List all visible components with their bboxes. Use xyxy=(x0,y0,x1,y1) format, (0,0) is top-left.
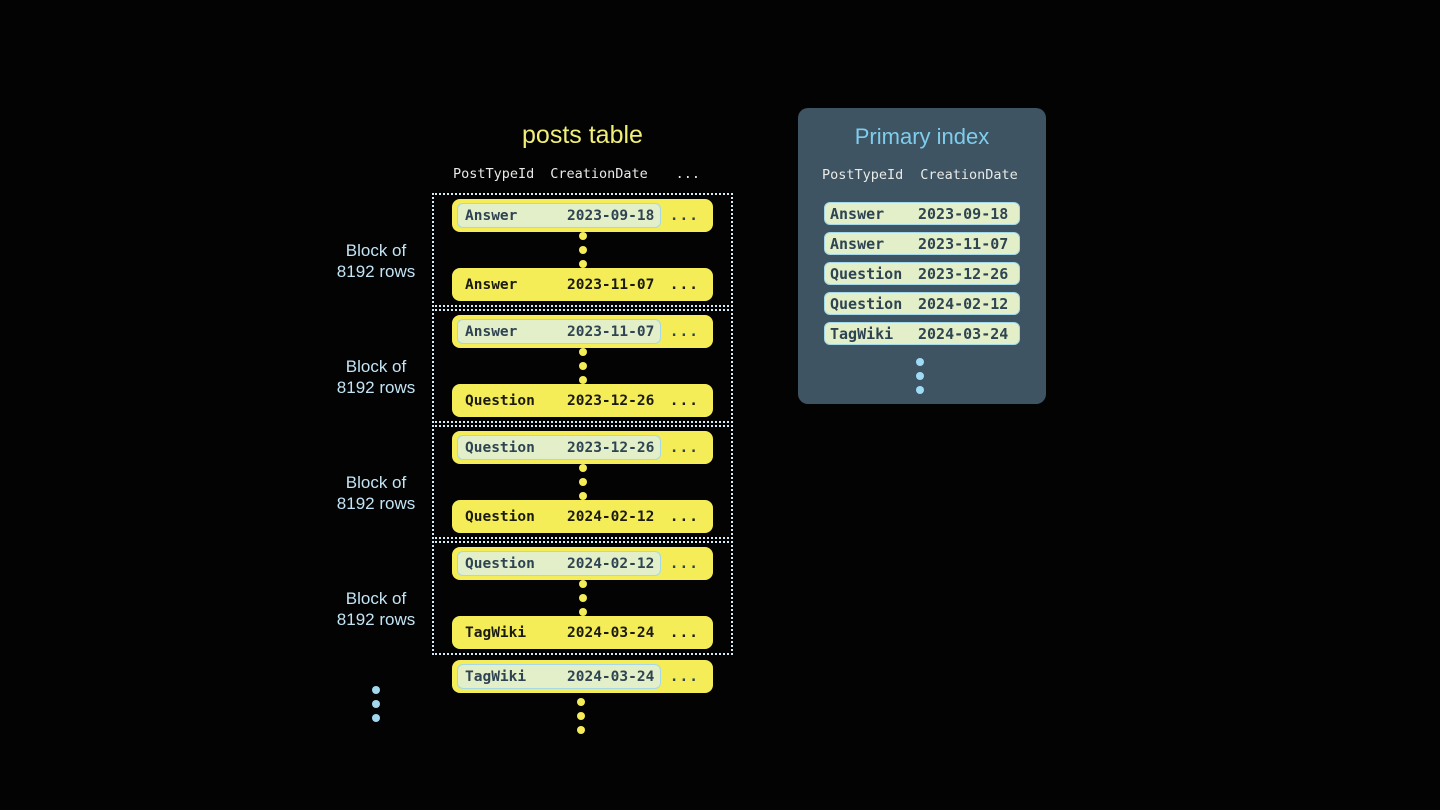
row-cells: Question 2023-12-26 xyxy=(457,388,661,413)
row-ellipsis: ... xyxy=(669,668,699,685)
creation-date-cell: 2023-12-26 xyxy=(918,264,1009,283)
creation-date-cell: 2024-03-24 xyxy=(918,324,1009,343)
more-blocks-ellipsis-dots xyxy=(372,686,380,722)
post-type-cell: TagWiki xyxy=(830,324,894,343)
column-header-posttypeid: PostTypeId xyxy=(822,167,904,183)
more-rows-ellipsis-dots xyxy=(577,698,585,734)
table-row: Answer 2023-11-07 ... xyxy=(452,315,713,348)
row-block-3: Question 2023-12-26 ... Question 2024-02… xyxy=(432,425,733,539)
primary-index-column-headers: PostTypeId CreationDate xyxy=(822,167,1018,183)
table-row: Question 2023-12-26 ... xyxy=(452,431,713,464)
row-ellipsis: ... xyxy=(669,323,699,340)
post-type-cell: Answer xyxy=(465,323,518,340)
block-label-4: Block of 8192 rows xyxy=(306,588,446,630)
post-type-cell: Answer xyxy=(830,204,885,223)
row-block-2: Answer 2023-11-07 ... Question 2023-12-2… xyxy=(432,309,733,423)
post-type-cell: Answer xyxy=(465,276,518,293)
vertical-ellipsis-dots xyxy=(578,232,587,268)
creation-date-cell: 2023-11-07 xyxy=(567,276,655,293)
block-label-line1: Block of xyxy=(345,589,407,608)
posts-table-title: posts table xyxy=(522,121,643,149)
post-type-cell: Question xyxy=(830,294,903,313)
index-row: Question 2023-12-26 xyxy=(824,262,1020,285)
table-row: Answer 2023-09-18 ... xyxy=(452,199,713,232)
post-type-cell: Answer xyxy=(465,207,518,224)
table-row: Question 2024-02-12 ... xyxy=(452,500,713,533)
primary-index-panel: Primary index PostTypeId CreationDate An… xyxy=(798,108,1046,404)
creation-date-cell: 2023-09-18 xyxy=(918,204,1009,223)
table-row: TagWiki 2024-03-24 ... xyxy=(452,660,713,693)
creation-date-cell: 2023-09-18 xyxy=(567,207,655,224)
post-type-cell: Answer xyxy=(830,234,885,253)
column-header-posttypeid: PostTypeId xyxy=(453,166,535,182)
post-type-cell: TagWiki xyxy=(465,624,527,641)
row-ellipsis: ... xyxy=(669,207,699,224)
column-header-creationdate: CreationDate xyxy=(920,167,1018,183)
primary-index-title: Primary index xyxy=(854,124,990,149)
creation-date-cell: 2023-12-26 xyxy=(567,439,655,456)
block-label-2: Block of 8192 rows xyxy=(306,356,446,398)
post-type-cell: Question xyxy=(465,508,535,525)
row-cells: TagWiki 2024-03-24 xyxy=(457,620,661,645)
block-label-line2: 8192 rows xyxy=(336,378,416,397)
row-cells: Question 2024-02-12 xyxy=(457,504,661,529)
vertical-ellipsis-dots xyxy=(578,464,587,500)
post-type-cell: Question xyxy=(465,555,535,572)
primary-index-rows: Answer 2023-09-18 Answer 2023-11-07 Ques… xyxy=(824,202,1020,352)
overflow-row-wrapper: TagWiki 2024-03-24 ... xyxy=(452,660,713,693)
row-ellipsis: ... xyxy=(669,392,699,409)
row-ellipsis: ... xyxy=(669,276,699,293)
row-ellipsis: ... xyxy=(669,555,699,572)
creation-date-cell: 2023-11-07 xyxy=(918,234,1009,253)
row-ellipsis: ... xyxy=(669,508,699,525)
block-label-line2: 8192 rows xyxy=(336,262,416,281)
vertical-ellipsis-dots xyxy=(578,580,587,616)
row-ellipsis: ... xyxy=(669,439,699,456)
row-block-1: Answer 2023-09-18 ... Answer 2023-11-07 … xyxy=(432,193,733,307)
block-label-line1: Block of xyxy=(345,241,407,260)
indexed-row-highlight: Answer 2023-09-18 xyxy=(457,203,662,228)
creation-date-cell: 2024-03-24 xyxy=(567,668,655,685)
vertical-ellipsis-dots xyxy=(578,348,587,384)
index-row: Question 2024-02-12 xyxy=(824,292,1020,315)
posts-table-blocks: Answer 2023-09-18 ... Answer 2023-11-07 … xyxy=(432,193,733,657)
creation-date-cell: 2023-12-26 xyxy=(567,392,655,409)
creation-date-cell: 2024-02-12 xyxy=(567,555,655,572)
row-block-4: Question 2024-02-12 ... TagWiki 2024-03-… xyxy=(432,541,733,655)
column-header-creationdate: CreationDate xyxy=(550,166,648,182)
creation-date-cell: 2024-02-12 xyxy=(567,508,655,525)
table-row: TagWiki 2024-03-24 ... xyxy=(452,616,713,649)
post-type-cell: Question xyxy=(830,264,903,283)
table-row: Question 2023-12-26 ... xyxy=(452,384,713,417)
block-label-3: Block of 8192 rows xyxy=(306,472,446,514)
block-label-line2: 8192 rows xyxy=(336,610,416,629)
post-type-cell: Question xyxy=(465,439,535,456)
table-row: Answer 2023-11-07 ... xyxy=(452,268,713,301)
table-row: Question 2024-02-12 ... xyxy=(452,547,713,580)
index-row: TagWiki 2024-03-24 xyxy=(824,322,1020,345)
indexed-row-highlight: Question 2023-12-26 xyxy=(457,435,662,460)
column-header-more-ellipsis: ... xyxy=(675,166,700,182)
creation-date-cell: 2024-02-12 xyxy=(918,294,1009,313)
indexed-row-highlight: Question 2024-02-12 xyxy=(457,551,662,576)
row-ellipsis: ... xyxy=(669,624,699,641)
creation-date-cell: 2024-03-24 xyxy=(567,624,655,641)
post-type-cell: Question xyxy=(465,392,535,409)
indexed-row-highlight: Answer 2023-11-07 xyxy=(457,319,662,344)
creation-date-cell: 2023-11-07 xyxy=(567,323,655,340)
posts-table-column-headers: PostTypeId CreationDate ... xyxy=(432,166,733,182)
index-row: Answer 2023-11-07 xyxy=(824,232,1020,255)
row-cells: Answer 2023-11-07 xyxy=(457,272,661,297)
more-index-entries-ellipsis-dots xyxy=(916,358,924,394)
block-label-1: Block of 8192 rows xyxy=(306,240,446,282)
block-label-line1: Block of xyxy=(345,357,407,376)
index-row: Answer 2023-09-18 xyxy=(824,202,1020,225)
block-label-line2: 8192 rows xyxy=(336,494,416,513)
indexed-row-highlight: TagWiki 2024-03-24 xyxy=(457,664,662,689)
post-type-cell: TagWiki xyxy=(465,668,527,685)
block-label-line1: Block of xyxy=(345,473,407,492)
